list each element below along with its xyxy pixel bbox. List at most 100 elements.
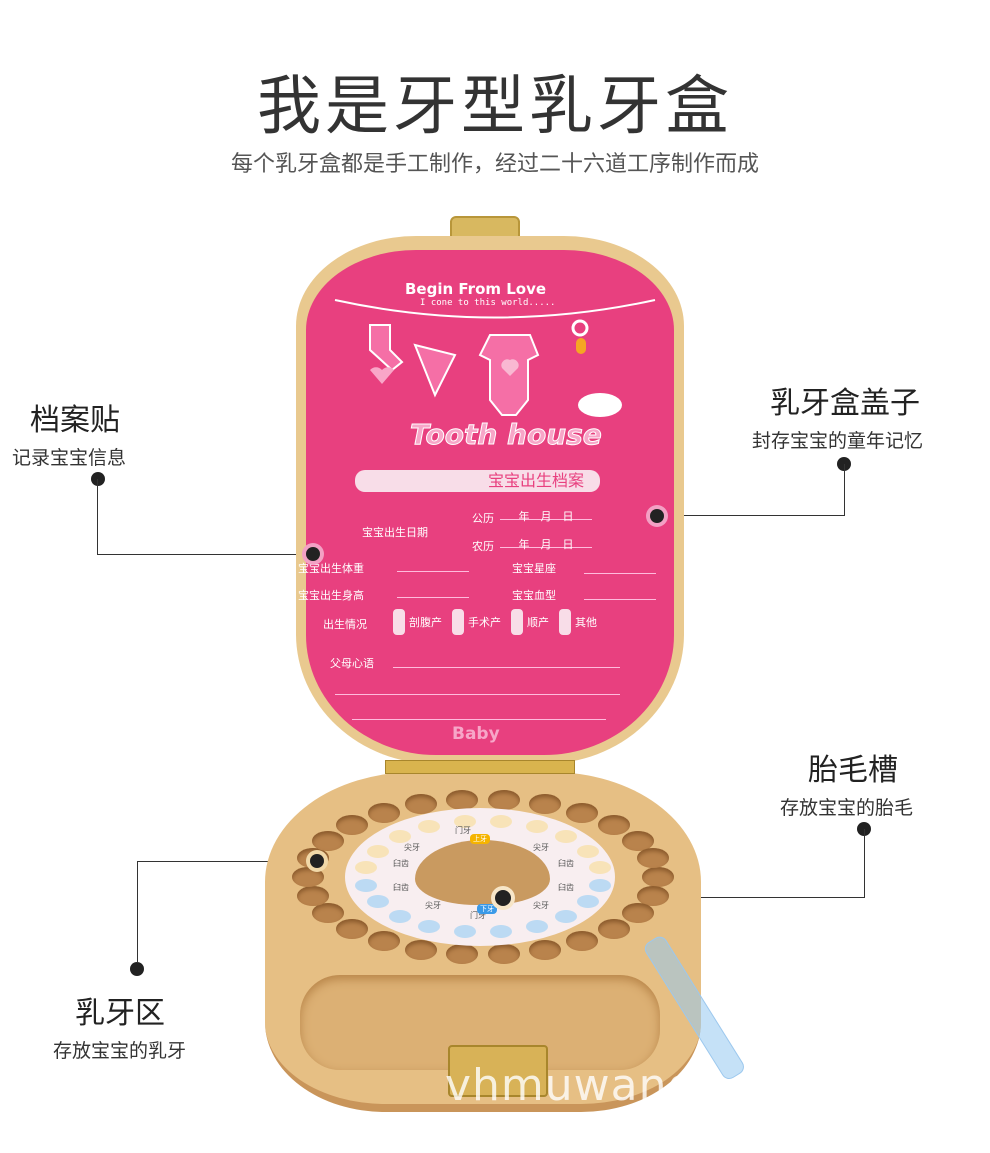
- callout-desc: 存放宝宝的胎毛: [780, 797, 914, 819]
- field-solar: 公历: [472, 512, 494, 525]
- label-molar: 臼齿: [393, 883, 409, 892]
- tooth-hole: [636, 885, 669, 906]
- callout-line: [97, 554, 307, 555]
- clothesline-illustration: [334, 299, 656, 417]
- page-title: 我是牙型乳牙盒: [257, 70, 733, 144]
- latch: [448, 1045, 548, 1097]
- zodiac-input-line: [584, 562, 656, 574]
- hinge: [385, 760, 575, 774]
- tooth-marker: [453, 814, 476, 828]
- tooth-hole: [488, 789, 521, 810]
- tooth-marker: [453, 925, 476, 939]
- parents-line: [352, 708, 606, 720]
- tooth-marker: [525, 820, 548, 834]
- callout-hair: 胎毛槽 存放宝宝的胎毛: [780, 745, 913, 820]
- card-logo: Tooth house: [410, 418, 603, 452]
- callout-dot: [306, 547, 320, 561]
- option-label: 手术产: [468, 616, 501, 629]
- tooth-hole: [445, 944, 478, 965]
- field-height: 宝宝出生身高: [298, 589, 364, 602]
- tooth-marker: [366, 895, 389, 909]
- tooth-hole: [529, 794, 562, 815]
- field-parents: 父母心语: [330, 657, 374, 670]
- tooth-hole: [367, 802, 400, 823]
- callout-desc: 封存宝宝的童年记忆: [752, 430, 924, 452]
- hair-slot-heart: [415, 840, 550, 905]
- callout-line: [864, 829, 865, 897]
- callout-desc: 存放宝宝的乳牙: [53, 1040, 187, 1062]
- tooth-marker: [555, 909, 578, 923]
- weight-input-line: [397, 560, 469, 572]
- option-label: 剖腹产: [409, 616, 442, 629]
- tooth-hole: [597, 815, 630, 836]
- callout-dot: [650, 509, 664, 523]
- tooth-marker: [555, 830, 578, 844]
- tooth-hole: [404, 794, 437, 815]
- callout-dot: [130, 962, 144, 976]
- tooth-hole: [566, 931, 599, 952]
- card-banner: 宝宝出生档案: [355, 470, 600, 492]
- field-birth-date: 宝宝出生日期: [362, 526, 428, 539]
- field-zodiac: 宝宝星座: [512, 562, 556, 575]
- tooth-marker: [418, 919, 441, 933]
- tooth-marker: [490, 814, 513, 828]
- bottle-icon: [452, 609, 464, 635]
- tooth-hole: [297, 885, 330, 906]
- tooth-hole: [312, 830, 345, 851]
- tooth-hole: [312, 903, 345, 924]
- tooth-hole: [636, 848, 669, 869]
- option-label: 顺产: [527, 616, 549, 629]
- tooth-marker: [355, 878, 378, 892]
- callout-teeth: 乳牙区 存放宝宝的乳牙: [53, 988, 186, 1063]
- field-lunar-value: 年 月 日: [500, 536, 592, 551]
- label-canine: 尖牙: [533, 843, 549, 852]
- bottle-icon: [393, 609, 405, 635]
- field-lunar: 农历: [472, 540, 494, 553]
- callout-dot: [91, 472, 105, 486]
- tooth-marker: [588, 878, 611, 892]
- field-birth-type: 出生情况: [323, 618, 367, 631]
- bottle-icon: [559, 609, 571, 635]
- label-canine: 尖牙: [533, 901, 549, 910]
- callout-line: [137, 861, 317, 862]
- callout-line: [660, 515, 845, 516]
- tooth-hole: [292, 867, 324, 887]
- page-subtitle: 每个乳牙盒都是手工制作，经过二十六道工序制作而成: [230, 152, 759, 177]
- tooth-hole: [336, 815, 368, 836]
- callout-title: 胎毛槽: [808, 753, 898, 788]
- badge-lower: 下牙: [477, 904, 497, 914]
- field-solar-value: 年 月 日: [500, 508, 592, 523]
- card-tagline: I cone to this world.....: [420, 298, 556, 308]
- tooth-marker: [355, 861, 378, 875]
- card-footer: Baby: [452, 724, 500, 744]
- label-molar: 臼齿: [558, 883, 574, 892]
- callout-lid: 乳牙盒盖子 封存宝宝的童年记忆: [752, 378, 923, 453]
- tooth-marker: [490, 925, 513, 939]
- tooth-marker: [525, 919, 548, 933]
- tooth-hole: [621, 830, 654, 851]
- blood-input-line: [584, 588, 656, 600]
- tooth-hole: [529, 939, 562, 960]
- callout-line: [137, 861, 138, 963]
- callout-line: [844, 464, 845, 516]
- card-headline: Begin From Love: [405, 280, 547, 298]
- label-incisor: 门牙: [455, 826, 471, 835]
- field-blood: 宝宝血型: [512, 589, 556, 602]
- callout-title: 乳牙盒盖子: [770, 386, 920, 421]
- bottle-icon: [511, 609, 523, 635]
- callout-sticker: 档案贴 记录宝宝信息: [12, 395, 126, 470]
- birth-type-options: 剖腹产 手术产 顺产 其他: [393, 609, 597, 635]
- tooth-hole: [404, 939, 437, 960]
- tooth-hole: [566, 802, 599, 823]
- tooth-hole: [642, 867, 674, 887]
- label-canine: 尖牙: [404, 843, 420, 852]
- tooth-hole: [597, 918, 630, 939]
- tooth-hole: [488, 944, 521, 965]
- callout-title: 档案贴: [30, 403, 120, 438]
- label-molar: 臼齿: [558, 859, 574, 868]
- callout-desc: 记录宝宝信息: [12, 447, 127, 469]
- parents-line: [335, 683, 620, 695]
- label-canine: 尖牙: [425, 901, 441, 910]
- tooth-marker: [577, 844, 600, 858]
- tooth-hole: [336, 918, 368, 939]
